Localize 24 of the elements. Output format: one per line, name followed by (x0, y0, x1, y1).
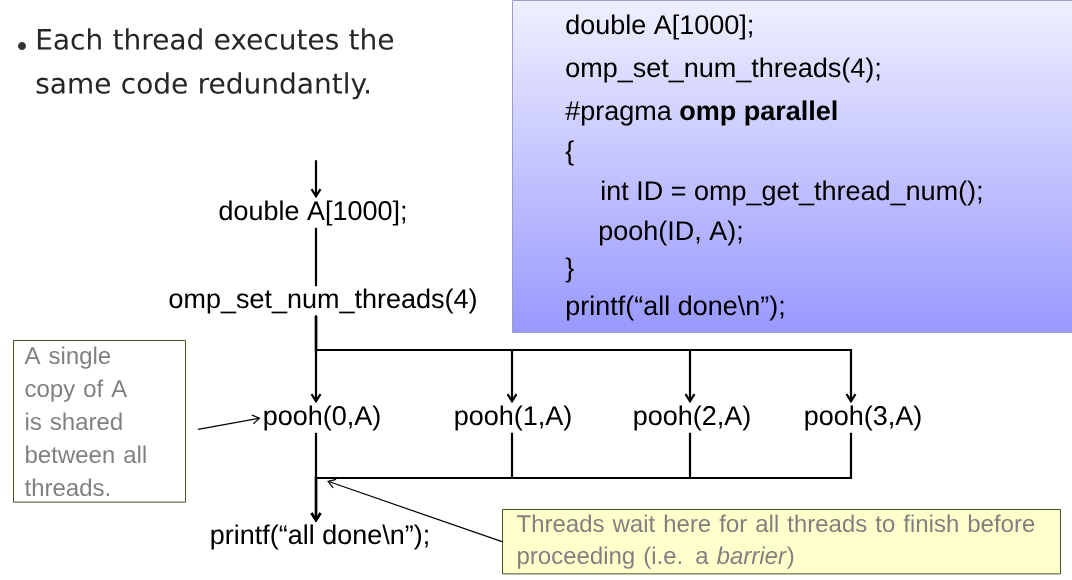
bullet-text: Each thread executes the same code redundantly. (36, 28, 394, 100)
note-box: A single copy of A is shared between all threads. (13, 340, 186, 503)
leader-line (327, 478, 503, 543)
function-call: pooh(0,A) (264, 405, 380, 431)
code-text: omp_set_num_threads(4) (169, 288, 476, 314)
code-line: #pragma omp parallel (565, 100, 837, 126)
arrow (310, 432, 853, 523)
arrow (314, 315, 857, 404)
arrow (310, 188, 322, 199)
arrow (197, 414, 261, 430)
code-line: { (565, 140, 574, 166)
code-line: pooh(ID, A); (599, 220, 742, 246)
code-line: int ID = omp_get_thread_num(); (602, 180, 982, 206)
code-line: printf(“all done\n”); (566, 295, 784, 321)
function-call: pooh(3,A) (805, 405, 921, 431)
code-line: } (565, 257, 574, 283)
code-box (512, 0, 1072, 333)
code-line: omp_set_num_threads(4); (566, 57, 880, 83)
function-call: pooh(2,A) (634, 405, 750, 431)
callout-box: Threads wait here for all threads to finish before proceeding (i.e. a barrier) (502, 509, 1061, 575)
function-call: pooh(1,A) (455, 405, 571, 431)
code-text: double A[1000]; (219, 200, 406, 226)
code-line: double A[1000]; (566, 14, 752, 40)
code-text: printf(“all done\n”); (211, 524, 428, 550)
